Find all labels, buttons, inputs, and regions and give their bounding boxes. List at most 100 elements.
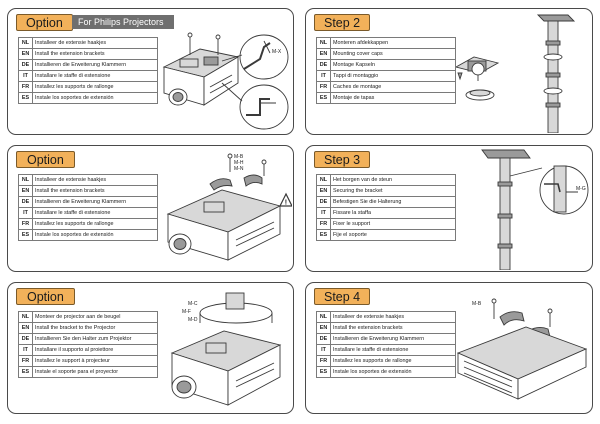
- lang-code: FR: [316, 355, 331, 367]
- instruction-text: Installez le support à projecteur: [32, 355, 158, 367]
- instruction-text: Tappi di montaggio: [330, 70, 456, 82]
- lang-code: ES: [18, 92, 33, 104]
- lang-code: EN: [316, 48, 331, 60]
- instruction-text: Fissare la staffa: [330, 207, 456, 219]
- step-badge: Step 4: [314, 288, 371, 305]
- lang-code: IT: [316, 344, 331, 356]
- lang-code: EN: [18, 185, 33, 197]
- instruction-text: Het borgen van de steun: [330, 174, 456, 186]
- instruction-text: Installieren Sie den Halter zum Projekto…: [32, 333, 158, 345]
- instruction-text: Instale el soporte para el proyector: [32, 366, 158, 378]
- part-label: M-D: [188, 317, 198, 323]
- instruction-text: Installieren die Erweiterung Klammern: [330, 333, 456, 345]
- lang-code: FR: [18, 218, 33, 230]
- cover-caps-illustration: [456, 14, 576, 133]
- instruction-text: Install the extension brackets: [32, 185, 158, 197]
- instruction-text: Installieren die Erweiterung Klammern: [32, 59, 158, 71]
- lang-code: EN: [316, 185, 331, 197]
- lang-code: NL: [316, 311, 331, 323]
- securing-bracket-illustration: M-G: [481, 149, 589, 270]
- instruction-text: Installeer de extensie haakjes: [330, 311, 456, 323]
- instruction-text: Installare le staffe di estensione: [32, 207, 158, 219]
- projector-brackets-illustration: M-B M-H M-N !: [166, 153, 292, 261]
- lang-code: ES: [316, 229, 331, 241]
- lang-code: NL: [316, 174, 331, 186]
- svg-text:!: !: [285, 200, 287, 207]
- lang-code: EN: [18, 322, 33, 334]
- instruction-text: Installare le staffe di estensione: [330, 344, 456, 356]
- part-label: M-B: [234, 154, 244, 160]
- instruction-text: Instale los soportes de extensión: [32, 92, 158, 104]
- step-badge: Option: [16, 14, 73, 31]
- lang-code: NL: [18, 311, 33, 323]
- lang-code: ES: [316, 92, 331, 104]
- lang-code: IT: [316, 207, 331, 219]
- instruction-text: Installeer de extensie haakjes: [32, 174, 158, 186]
- instruction-text: Fixer le support: [330, 218, 456, 230]
- lang-code: IT: [18, 70, 33, 82]
- bracket-to-projector-illustration: M-C M-F M-D: [170, 292, 282, 406]
- instruction-text: Installare le staffe di estensione: [32, 70, 158, 82]
- instruction-text: Installez les supports de rallonge: [32, 81, 158, 93]
- part-label: M-B: [472, 301, 482, 307]
- part-label: M-C: [188, 301, 198, 307]
- instruction-text: Install the extension brackets: [32, 48, 158, 60]
- part-label: M-H: [234, 160, 244, 166]
- lang-code: DE: [18, 333, 33, 345]
- lang-code: DE: [18, 196, 33, 208]
- lang-code: FR: [18, 355, 33, 367]
- lang-code: IT: [18, 344, 33, 356]
- lang-code: FR: [316, 218, 331, 230]
- instruction-text: Installieren die Erweiterung Klammern: [32, 196, 158, 208]
- lang-code: NL: [18, 37, 33, 49]
- instruction-text: Instale los soportes de extensión: [32, 229, 158, 241]
- lang-code: DE: [18, 59, 33, 71]
- lang-code: ES: [316, 366, 331, 378]
- instruction-text: Monteer de projector aan de beugel: [32, 311, 158, 323]
- step-badge: Option: [16, 288, 75, 305]
- lang-code: FR: [18, 81, 33, 93]
- lang-code: DE: [316, 196, 331, 208]
- part-label: M-N: [234, 166, 244, 172]
- instruction-text: Befestigen Sie die Halterung: [330, 196, 456, 208]
- instruction-text: Securing the bracket: [330, 185, 456, 197]
- instruction-text: Installeer de extensie haakjes: [32, 37, 158, 49]
- lang-code: NL: [316, 37, 331, 49]
- extension-brackets-illustration: M-B: [456, 298, 588, 400]
